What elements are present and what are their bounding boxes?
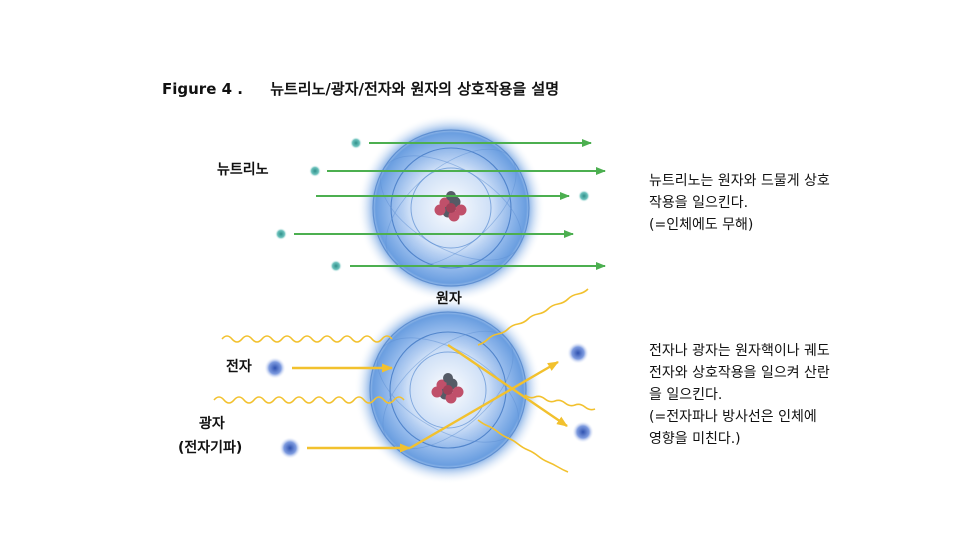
neutrino-dot [275,228,287,240]
description-line: 전자와 상호작용을 일으켜 산란 [649,365,830,381]
neutrino-description: 뉴트리노는 원자와 드물게 상호 작용을 일으킨다. (=인체에도 무해) [649,170,830,236]
description-line: (=전자파나 방사선은 인체에 [649,409,817,425]
neutrino-particles [275,137,606,272]
neutrino-dot [309,165,321,177]
photon-sublabel: (전자기파) [178,440,243,456]
scatter-arrow-up [409,360,559,450]
electron-dot [264,357,286,379]
neutrino-label: 뉴트리노 [217,162,269,178]
atom-bottom [354,296,542,484]
neutrino-dot [350,137,362,149]
atom-label: 원자 [436,291,462,307]
electron-label: 전자 [226,359,252,375]
photon-wave [477,419,569,473]
photon-wave [477,288,589,346]
photon-wave [213,396,405,404]
description-line: 작용을 일으킨다. [649,195,749,211]
neutrino-dot [578,190,590,202]
scattered-dot [572,421,594,443]
electron-photon-description: 전자나 광자는 원자핵이나 궤도 전자와 상호작용을 일으켜 산란 을 일으킨다… [649,340,830,450]
atom-top [357,114,545,302]
scattered-dot [567,342,589,364]
figure-title-text: 뉴트리노/광자/전자와 원자의 상호작용을 설명 [270,80,560,98]
photon-waves [213,288,596,473]
description-line: (=인체에도 무해) [649,217,754,233]
description-line: 뉴트리노는 원자와 드물게 상호 [649,173,830,189]
photon-label: 광자 [199,416,225,432]
description-line: 영향을 미친다.) [649,431,741,447]
nucleus-bottom [431,373,464,404]
nucleus-top [434,191,467,222]
scatter-arrow-down [447,344,568,427]
photon-wave [524,394,596,411]
figure-title: Figure 4 . 뉴트리노/광자/전자와 원자의 상호작용을 설명 [162,78,559,99]
photon-wave [221,335,393,343]
description-line: 을 일으킨다. [649,387,723,403]
figure-label: Figure 4 . [162,80,243,98]
photon-dot [279,437,301,459]
electron-photon-arrows [292,344,568,453]
description-line: 전자나 광자는 원자핵이나 궤도 [649,343,830,359]
neutrino-dot [330,260,342,272]
